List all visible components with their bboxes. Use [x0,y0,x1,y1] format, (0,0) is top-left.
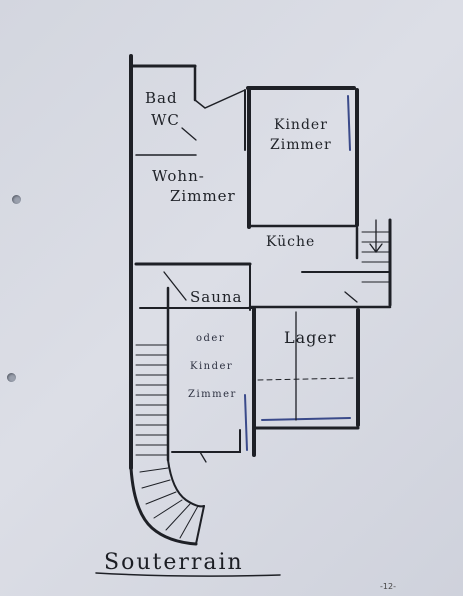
binder-hole-bottom [7,373,16,382]
bad-door-swing [181,127,197,141]
spiral-stair-end [195,505,205,545]
label-wohnzimmer: Zimmer [170,187,236,205]
spiral-stair-inner [167,459,205,508]
label-kinder: Kinder [274,117,328,133]
plan-title: Souterrain [104,550,244,575]
spiral-stair-treads [139,467,199,539]
lager-window [261,417,351,421]
title-underline [95,572,281,577]
label-wohn: Wohn- [152,167,205,185]
label-sauna: Sauna [190,288,243,306]
left-stair-flight [135,344,169,456]
label-wc: WC [151,111,180,129]
spiral-stair-outer [129,466,198,546]
stair-arrow [369,219,383,254]
label-oder-zimmer: Zimmer [188,389,237,400]
label-oder-kinder: Kinder [190,361,234,372]
label-oder: oder [196,333,226,344]
label-bad: Bad [145,89,178,107]
lager-left-window [244,394,248,451]
label-lager: Lager [284,328,337,347]
bad-door [194,89,246,109]
binder-hole-top [12,195,21,204]
door-swing-lower [199,451,207,463]
label-zimmer: Zimmer [270,137,332,153]
sauna-door-swing [163,271,187,301]
door-swing-kueche [344,291,358,303]
kinderzimmer-window [347,95,351,151]
page-number: -12- [380,582,396,591]
lager-dashed-line [257,377,356,381]
label-kueche: Küche [266,234,316,250]
kinderzimmer2-bottom-wall [171,429,241,453]
